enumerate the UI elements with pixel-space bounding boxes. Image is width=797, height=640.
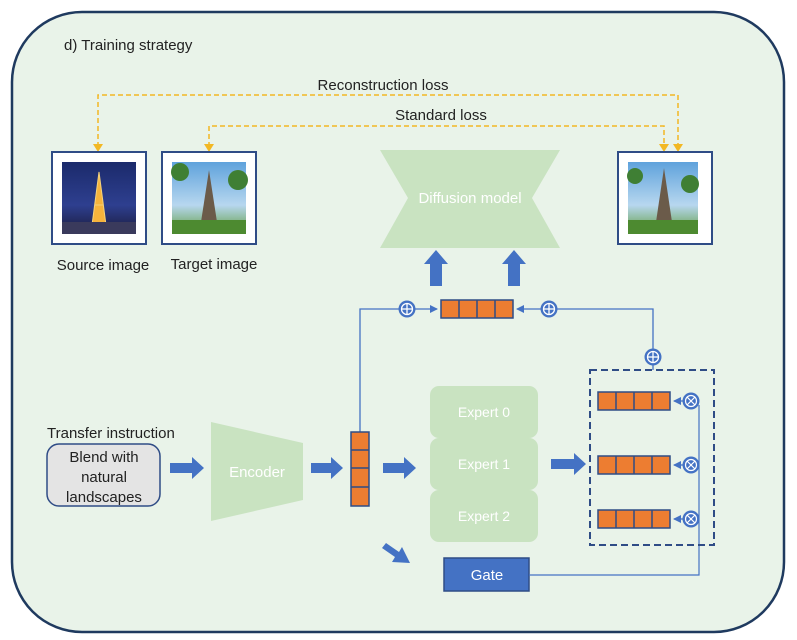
arrow-token-to-gate (382, 543, 410, 563)
add-icon-sum (644, 348, 662, 366)
standard-loss-connector (204, 125, 669, 152)
diffusion-model-label: Diffusion model (418, 190, 521, 207)
reconstruction-loss-connector (93, 94, 683, 152)
up-arrow-left (424, 250, 448, 286)
weighted-outputs-box (589, 369, 715, 546)
standard-loss-label: Standard loss (395, 107, 487, 124)
arrow-instruction-to-encoder (170, 457, 204, 479)
reconstruction-loss-label: Reconstruction loss (318, 77, 449, 94)
arrow-experts-to-outputs (551, 453, 586, 475)
panel-frame (10, 10, 786, 634)
encoder-label: Encoder (229, 464, 285, 481)
multiply-icon-0 (673, 392, 700, 410)
target-image-label: Target image (171, 256, 258, 273)
expert-output-row-1 (597, 455, 671, 475)
output-image (617, 151, 713, 245)
combined-token-row (440, 299, 514, 319)
expert-0-label: Expert 0 (458, 404, 510, 420)
encoder-token-column (350, 431, 370, 507)
expert-0-box (430, 386, 538, 438)
target-image (161, 151, 257, 245)
add-icon-right (540, 300, 558, 318)
expert-2-label: Expert 2 (458, 508, 510, 524)
expert-2-box (430, 490, 538, 542)
expert-1-label: Expert 1 (458, 456, 510, 472)
instruction-line-3: landscapes (66, 489, 142, 506)
add-icon-left (398, 300, 416, 318)
arrow-encoder-to-token (311, 457, 343, 479)
gate-label: Gate (471, 567, 504, 584)
up-arrow-right (502, 250, 526, 286)
multiply-icon-2 (673, 510, 700, 528)
instruction-line-1: Blend with (69, 449, 138, 466)
source-image-label: Source image (57, 257, 150, 274)
expert-output-row-2 (597, 509, 671, 529)
instruction-box (46, 443, 161, 507)
multiply-icon-1 (673, 456, 700, 474)
gate-box (443, 557, 530, 592)
panel-title: d) Training strategy (64, 37, 193, 54)
source-image (51, 151, 147, 245)
encoder-shape (211, 422, 303, 521)
diffusion-model-shape (380, 150, 560, 248)
expert-output-row-0 (597, 391, 671, 411)
instruction-header: Transfer instruction (47, 425, 175, 442)
instruction-line-2: natural (81, 469, 127, 486)
expert-1-box (430, 438, 538, 490)
arrow-token-to-experts (383, 457, 416, 479)
